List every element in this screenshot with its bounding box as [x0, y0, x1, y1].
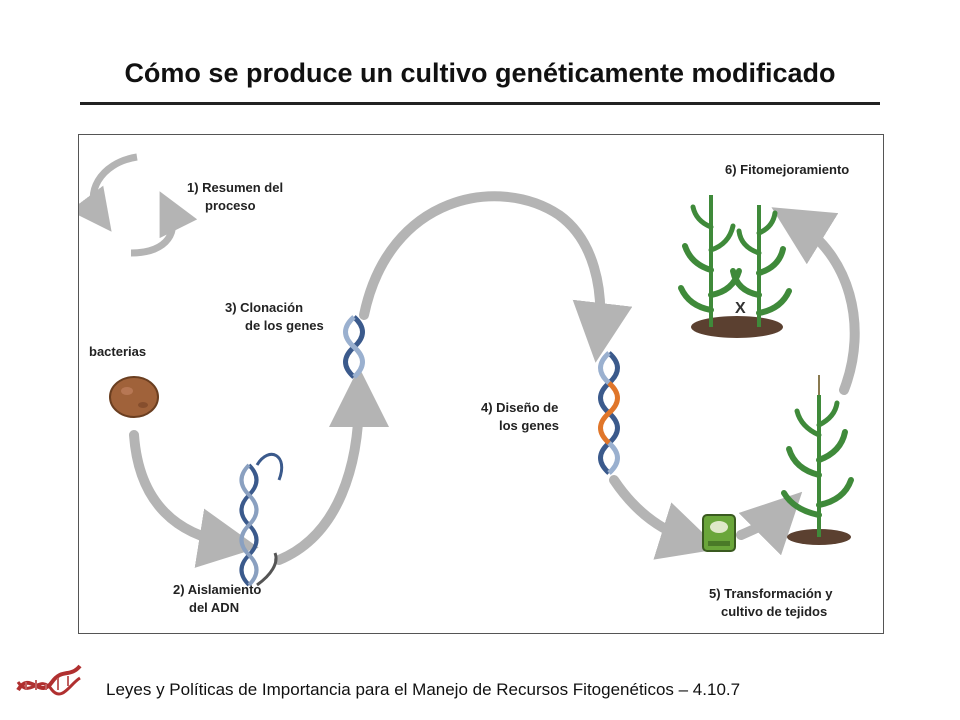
- bacteria-icon: [109, 376, 159, 418]
- dna-logo-icon: [16, 664, 82, 696]
- step-1-label: 1) Resumen del proceso: [187, 180, 284, 213]
- step-6-label: 6) Fitomejoramiento: [725, 162, 850, 177]
- step-5-label: 5) Transformación y cultivo de tejidos: [709, 586, 833, 619]
- arrow-design-to-culture: [609, 475, 720, 560]
- arrow-culture-to-plant: [736, 491, 803, 556]
- transformed-plant-icon: [781, 375, 854, 545]
- tissue-culture-icon: [702, 514, 736, 552]
- arrow-plant-to-breeding: [771, 207, 860, 395]
- arrow-dna-to-cloning: [274, 367, 389, 565]
- diagram-graphics: X: [79, 153, 860, 587]
- cycle-icon: [79, 153, 198, 257]
- step-4-label: 4) Diseño de los genes: [481, 400, 559, 433]
- arrow-cloning-to-design: [359, 191, 633, 363]
- step-2-label: 2) Aislamiento del ADN: [173, 582, 262, 615]
- arrow-bacteria-to-dna: [129, 430, 259, 568]
- isolated-dna-icon: [239, 452, 284, 587]
- process-diagram: X 1) Resumen del proceso bacterias 2) Ai…: [78, 134, 884, 634]
- title-underline: [80, 102, 880, 105]
- designed-dna-icon: [598, 351, 620, 475]
- cloned-dna-icon: [343, 315, 365, 379]
- footer: Leyes y Políticas de Importancia para el…: [0, 652, 960, 712]
- footer-text: Leyes y Políticas de Importancia para el…: [106, 680, 741, 699]
- bacteria-label: bacterias: [89, 344, 147, 359]
- step-3-label: 3) Clonación de los genes: [225, 300, 324, 333]
- cross-mark: X: [735, 300, 746, 317]
- slide-title: Cómo se produce un cultivo genéticamente…: [124, 58, 836, 88]
- breeding-plants-icon: X: [678, 195, 792, 338]
